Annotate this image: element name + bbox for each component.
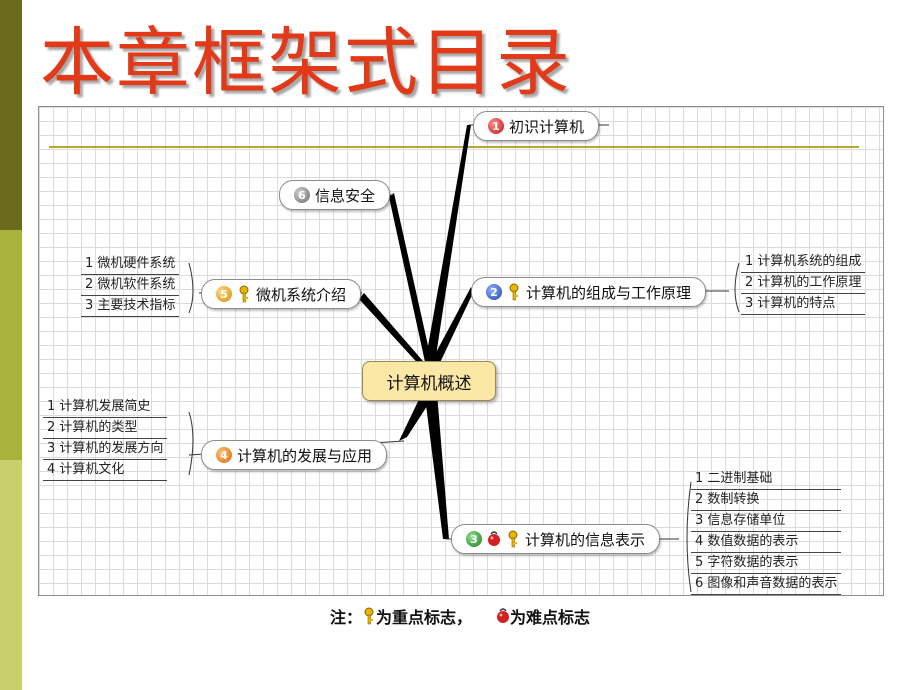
list-item[interactable]: 1 二进制基础 [691, 469, 842, 490]
list-item[interactable]: 2 数制转换 [691, 490, 842, 511]
list-item[interactable]: 2 计算机的工作原理 [741, 273, 866, 294]
difficulty-icon [487, 530, 501, 548]
branch-4-label: 计算机的发展与应用 [237, 446, 373, 465]
center-node[interactable]: 计算机概述 [362, 361, 496, 401]
left-strip-light [0, 460, 22, 690]
number-badge-icon: 3 [466, 531, 482, 547]
legend-note: 注： 为重点标志， 为难点标志 [0, 604, 920, 628]
branch-2-subs: 1 计算机系统的组成 2 计算机的工作原理 3 计算机的特点 [741, 252, 866, 315]
page-title: 本章框架式目录 [40, 20, 572, 106]
list-item[interactable]: 3 信息存储单位 [691, 511, 842, 532]
mind-map: 计算机概述 1 初识计算机 6 信息安全 5 微机系统介绍 2 计算机的组成与工… [38, 106, 884, 596]
list-item[interactable]: 3 计算机的特点 [741, 294, 866, 315]
list-item[interactable]: 3 主要技术指标 [81, 296, 180, 317]
number-badge-icon: 6 [294, 187, 310, 203]
list-item[interactable]: 1 计算机系统的组成 [741, 252, 866, 273]
branch-3-node[interactable]: 3 计算机的信息表示 [451, 524, 661, 554]
number-badge-icon: 2 [486, 284, 502, 300]
branch-2-node[interactable]: 2 计算机的组成与工作原理 [471, 277, 707, 307]
left-strip-dark [0, 0, 22, 230]
difficulty-icon [496, 607, 510, 625]
branch-3-subs: 1 二进制基础 2 数制转换 3 信息存储单位 4 数值数据的表示 5 字符数据… [691, 469, 842, 595]
branch-2-label: 计算机的组成与工作原理 [526, 283, 692, 302]
branch-5-label: 微机系统介绍 [256, 285, 347, 304]
connector-branch-1 [424, 125, 471, 369]
branch-1-node[interactable]: 1 初识计算机 [473, 111, 600, 141]
key-icon [362, 607, 376, 625]
list-item[interactable]: 5 字符数据的表示 [691, 553, 842, 574]
branch-5-subs: 1 微机硬件系统 2 微机软件系统 3 主要技术指标 [81, 254, 180, 317]
note-key-text: 为重点标志， [375, 608, 472, 627]
note-prefix: 注： [329, 608, 362, 627]
list-item[interactable]: 4 计算机文化 [43, 460, 168, 481]
branch-4-node[interactable]: 4 计算机的发展与应用 [201, 440, 388, 470]
branch-1-label: 初识计算机 [509, 117, 585, 136]
branch-6-node[interactable]: 6 信息安全 [279, 180, 391, 210]
list-item[interactable]: 1 微机硬件系统 [81, 254, 180, 275]
number-badge-icon: 5 [216, 286, 232, 302]
key-icon [237, 285, 251, 303]
branch-4-subs: 1 计算机发展简史 2 计算机的类型 3 计算机的发展方向 4 计算机文化 [43, 397, 168, 481]
key-icon [506, 530, 520, 548]
list-item[interactable]: 6 图像和声音数据的表示 [691, 574, 842, 595]
number-badge-icon: 1 [488, 118, 504, 134]
list-item[interactable]: 3 计算机的发展方向 [43, 439, 168, 460]
list-item[interactable]: 1 计算机发展简史 [43, 397, 168, 418]
note-hard-text: 为难点标志 [510, 608, 591, 627]
left-strip-mid [0, 230, 22, 460]
branch-6-label: 信息安全 [315, 186, 376, 205]
connector-branch-6 [389, 193, 435, 377]
key-icon [507, 283, 521, 301]
list-item[interactable]: 2 计算机的类型 [43, 418, 168, 439]
number-badge-icon: 4 [216, 447, 232, 463]
branch-3-label: 计算机的信息表示 [525, 530, 646, 549]
branch-5-node[interactable]: 5 微机系统介绍 [201, 279, 362, 309]
connector-branch-2 [425, 287, 473, 373]
connector-branch-4 [399, 391, 433, 441]
connector-branch-5 [359, 293, 435, 375]
list-item[interactable]: 4 数值数据的表示 [691, 532, 842, 553]
list-item[interactable]: 2 微机软件系统 [81, 275, 180, 296]
connector-branch-3 [425, 393, 449, 539]
